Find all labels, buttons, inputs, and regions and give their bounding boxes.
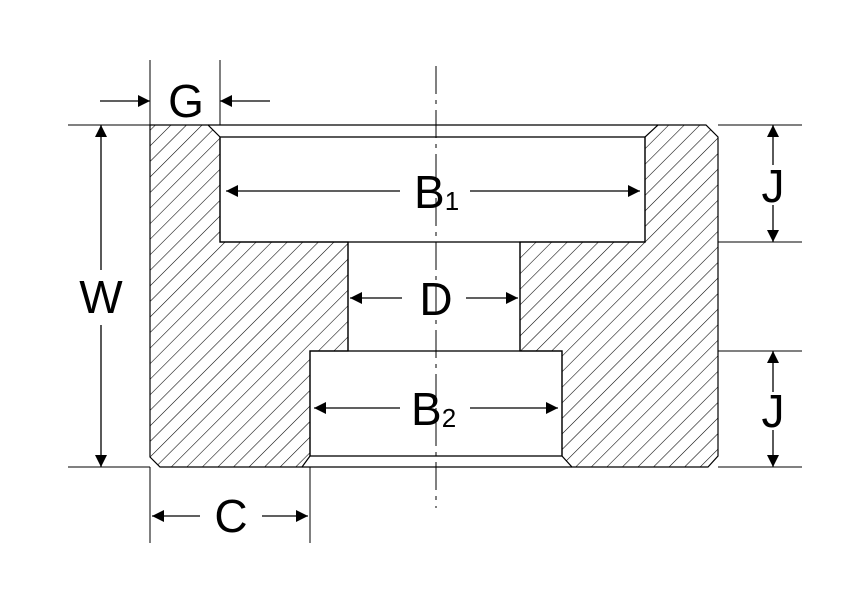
- label-b1-letter: B: [414, 166, 445, 218]
- label-j-top: J: [762, 160, 785, 212]
- label-w: W: [79, 271, 123, 323]
- label-g: G: [168, 75, 204, 127]
- label-c: C: [214, 490, 247, 542]
- extension-lines: [68, 60, 802, 543]
- hatched-section-right: [519, 124, 719, 468]
- label-b2-subscript: 2: [442, 403, 456, 433]
- label-b2-letter: B: [411, 383, 442, 435]
- label-b1: B1: [414, 166, 459, 218]
- hatched-section: [149, 124, 349, 468]
- label-d: D: [419, 273, 452, 325]
- label-j-bottom: J: [762, 385, 785, 437]
- label-b1-subscript: 1: [445, 186, 459, 216]
- dimension-arrows: [95, 95, 779, 522]
- label-b2: B2: [411, 383, 456, 435]
